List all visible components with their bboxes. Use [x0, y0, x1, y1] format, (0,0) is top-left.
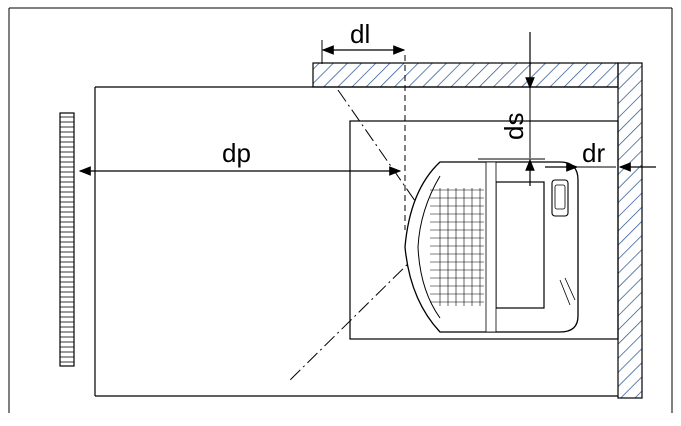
right-wall — [617, 62, 643, 399]
installation-area — [349, 120, 619, 340]
projection-screen — [59, 112, 75, 367]
label-ds: ds — [499, 113, 529, 140]
projection-lines — [287, 89, 421, 383]
top-wall — [312, 62, 619, 88]
label-dl: dl — [350, 19, 370, 49]
dimension-dl — [321, 40, 406, 64]
outer-frame — [8, 7, 673, 413]
label-dp: dp — [222, 138, 251, 168]
label-dr: dr — [582, 138, 605, 168]
dimension-ds — [478, 32, 545, 186]
projector — [404, 161, 579, 333]
